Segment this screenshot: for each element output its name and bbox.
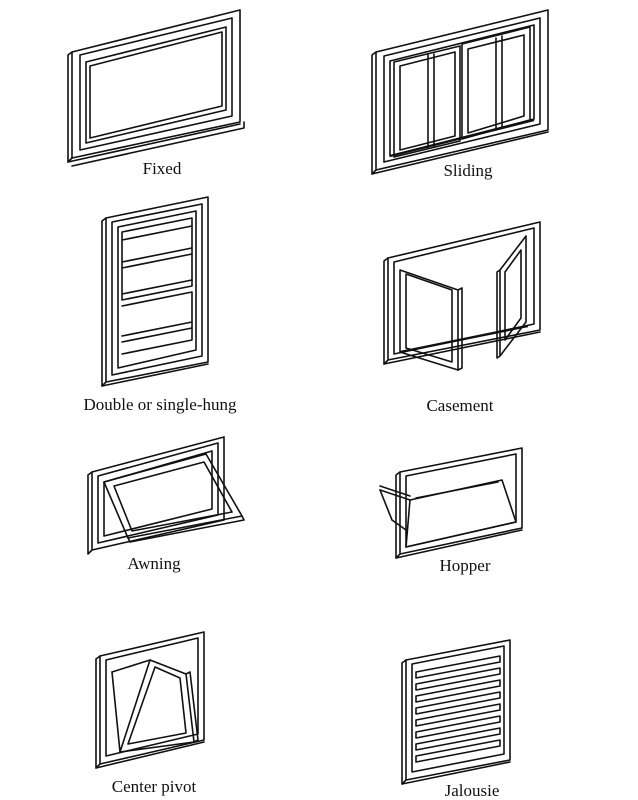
awning-window-illustration — [87, 436, 245, 555]
double-hung-label: Double or single-hung — [84, 395, 237, 414]
awning-label: Awning — [127, 554, 181, 573]
sliding-window-illustration — [371, 9, 549, 175]
fixed-window-illustration — [67, 9, 245, 167]
jalousie-louvers — [415, 655, 501, 763]
casement-window-illustration — [383, 221, 541, 371]
fixed-label: Fixed — [143, 159, 182, 178]
jalousie-label: Jalousie — [445, 781, 500, 800]
hopper-label: Hopper — [440, 556, 491, 575]
center-pivot-window-illustration — [95, 631, 205, 769]
center-pivot-label: Center pivot — [112, 777, 197, 796]
sliding-label: Sliding — [443, 161, 493, 180]
casement-label: Casement — [426, 396, 493, 415]
hopper-window-illustration — [379, 447, 523, 559]
jalousie-window-illustration — [401, 639, 511, 785]
double-hung-window-illustration — [101, 196, 209, 387]
